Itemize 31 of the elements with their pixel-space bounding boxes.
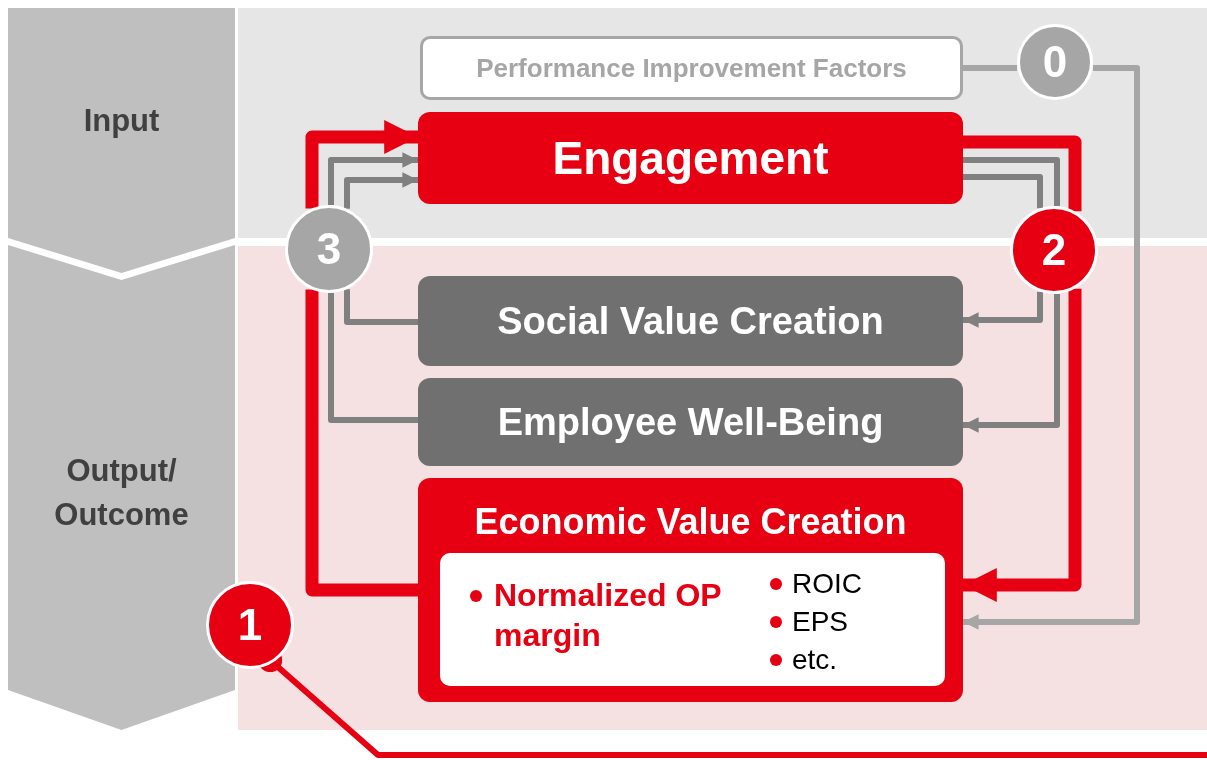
step-number: 0 bbox=[1042, 40, 1068, 84]
step-number: 3 bbox=[316, 227, 342, 271]
box-title: Economic Value Creation bbox=[473, 500, 908, 544]
phase-label: Output/ Outcome bbox=[53, 451, 190, 534]
metric-text: Normalized OP margin bbox=[494, 576, 723, 655]
arrow bbox=[963, 65, 1140, 630]
step-number: 1 bbox=[237, 603, 263, 647]
arrow bbox=[963, 288, 1082, 602]
outcome-box bbox=[418, 276, 963, 366]
connector-line bbox=[328, 292, 418, 423]
phase-panel bbox=[8, 245, 235, 730]
engagement-box bbox=[418, 112, 963, 204]
phase-label: Input bbox=[82, 101, 161, 140]
box-title: Engagement bbox=[552, 130, 829, 186]
connector-line bbox=[963, 157, 1060, 207]
arrow bbox=[963, 293, 1060, 433]
metric-text: etc. bbox=[792, 643, 838, 677]
metric-text: ROIC bbox=[792, 567, 862, 601]
outcome-box bbox=[418, 378, 963, 466]
connector-line bbox=[963, 65, 1017, 71]
box-title: Social Value Creation bbox=[497, 298, 884, 344]
outcome-box bbox=[418, 478, 963, 702]
factor-box bbox=[420, 36, 963, 100]
metric-text: EPS bbox=[792, 605, 849, 639]
step-number: 2 bbox=[1041, 228, 1067, 272]
metrics-panel bbox=[440, 553, 945, 686]
box-title: Performance Improvement Factors bbox=[476, 51, 907, 85]
phase-panel bbox=[8, 8, 235, 273]
arrow bbox=[328, 152, 418, 206]
box-title: Employee Well-Being bbox=[497, 399, 884, 445]
connector-line bbox=[963, 135, 1082, 212]
